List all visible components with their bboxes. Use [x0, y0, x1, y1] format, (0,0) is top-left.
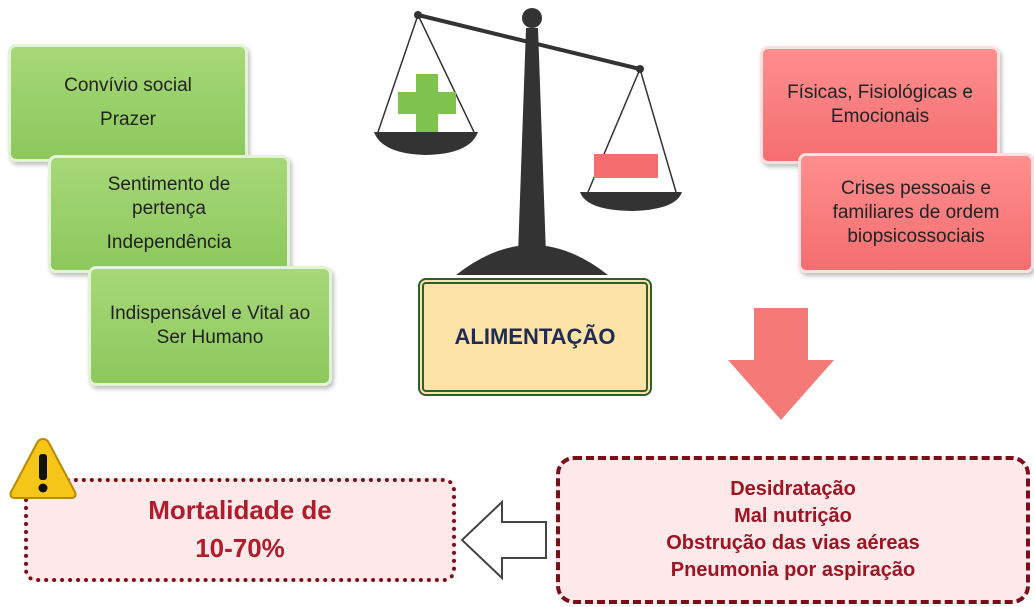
- center-label-box: ALIMENTAÇÃO: [418, 278, 652, 396]
- negative-factor-text: Crises pessoais e familiares de ordem bi…: [832, 178, 1000, 247]
- positive-factor-text: Convívio social: [64, 75, 192, 97]
- down-arrow-icon: [728, 308, 834, 420]
- positive-factor-box-1: Convívio social Prazer: [8, 44, 248, 162]
- mortality-box: Mortalidade de 10-70%: [24, 478, 456, 582]
- warning-icon: [9, 437, 77, 499]
- positive-factor-text: Sentimento de pertença: [107, 174, 231, 220]
- minus-icon: [594, 154, 658, 178]
- center-label: ALIMENTAÇÃO: [454, 324, 616, 350]
- mortality-rate: 10-70%: [195, 533, 285, 563]
- positive-factor-text: Independência: [106, 231, 232, 253]
- left-arrow-icon: [460, 499, 547, 581]
- positive-factor-box-3: Indispensável e Vital ao Ser Humano: [88, 266, 332, 386]
- consequence-item: Desidratação: [730, 478, 856, 500]
- negative-factor-text: Físicas, Fisiológicas e Emocionais: [787, 82, 973, 127]
- negative-factor-box-2: Crises pessoais e familiares de ordem bi…: [798, 153, 1034, 273]
- consequence-item: Pneumonia por aspiração: [670, 559, 916, 581]
- mortality-text: Mortalidade de: [148, 495, 332, 526]
- positive-factor-box-2: Sentimento de pertença Independência: [48, 155, 290, 273]
- consequence-item: Obstrução das vias aéreas: [666, 532, 920, 554]
- consequence-item: Mal nutrição: [734, 505, 852, 527]
- positive-factor-text: Prazer: [100, 109, 156, 130]
- negative-factor-box-1: Físicas, Fisiológicas e Emocionais: [760, 46, 1000, 164]
- consequences-box: Desidratação Mal nutrição Obstrução das …: [556, 456, 1030, 604]
- plus-icon: [398, 74, 456, 132]
- positive-factor-text: Indispensável e Vital ao Ser Humano: [109, 303, 311, 348]
